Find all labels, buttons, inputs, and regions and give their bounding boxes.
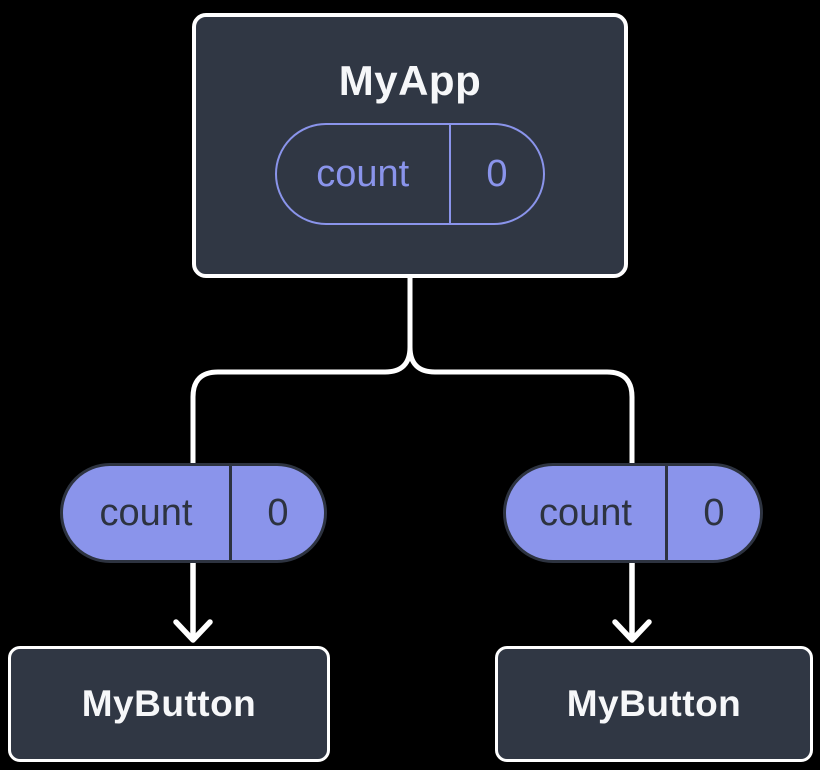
root-component-name: MyApp [338, 57, 482, 104]
branch-line-left [190, 276, 413, 463]
root-component-node: MyApp count 0 [192, 13, 628, 278]
child-component-node-right: MyButton [495, 646, 813, 762]
arrow-head-right-icon [612, 619, 652, 643]
child-component-name-right: MyButton [566, 683, 742, 724]
pill-divider [229, 466, 232, 560]
root-state-name: count [316, 152, 410, 195]
branch-line-right [407, 346, 635, 463]
child-state-value-right: 0 [703, 491, 725, 534]
child-state-pill-left: count 0 [60, 463, 327, 563]
child-state-value-left: 0 [267, 491, 289, 534]
child-state-pill-right: count 0 [503, 463, 763, 563]
child-state-name-right: count [539, 491, 632, 534]
child-component-node-left: MyButton [8, 646, 330, 762]
root-state-value: 0 [486, 152, 508, 195]
root-state-pill: count 0 [275, 123, 545, 225]
pill-divider [448, 125, 451, 223]
child-state-name-left: count [99, 491, 193, 534]
arrow-head-left-icon [173, 619, 213, 643]
child-component-name-left: MyButton [81, 683, 257, 724]
pill-divider [665, 466, 668, 560]
